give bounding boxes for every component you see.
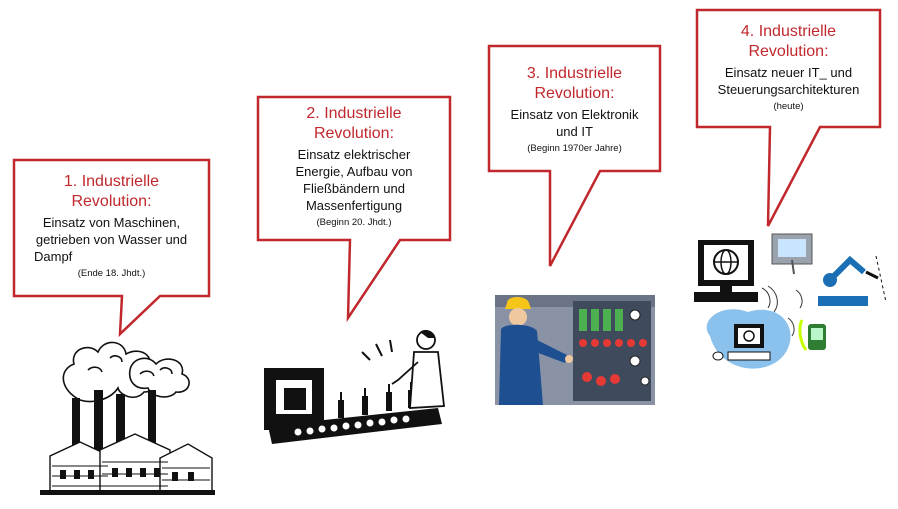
- callout-1-body-line: Einsatz von Maschinen,: [42, 215, 181, 230]
- callout-4: 4. Industrielle Revolution: Einsatz neue…: [699, 22, 878, 114]
- control-panel-operator-icon: [495, 295, 655, 405]
- callout-2-body-line: Massenfertigung: [305, 198, 403, 213]
- callout-4-note: (heute): [773, 101, 804, 112]
- callout-2-body-line: Einsatz elektrischer: [297, 147, 411, 162]
- callout-3-body-line: und IT: [556, 124, 593, 139]
- callout-3: 3. Industrielle Revolution: Einsatz von …: [491, 64, 658, 156]
- callout-1-title-line2: Revolution:: [71, 193, 152, 210]
- callout-2-note: (Beginn 20. Jhdt.): [316, 217, 392, 228]
- callout-2: 2. Industrielle Revolution: Einsatz elek…: [260, 104, 448, 230]
- callout-1-note: (Ende 18. Jhdt.): [77, 268, 146, 279]
- callout-3-note: (Beginn 1970er Jahre): [527, 143, 622, 154]
- callout-1-title-line1: 1. Industrielle: [63, 173, 160, 190]
- callout-3-title-line1: 3. Industrielle: [526, 65, 623, 82]
- callout-1-body-line: getrieben von Wasser und: [35, 232, 188, 247]
- callout-4-title-line1: 4. Industrielle: [740, 23, 837, 40]
- callout-3-body-line: Einsatz von Elektronik: [510, 107, 639, 122]
- callout-2-body-line: Energie, Aufbau von: [295, 164, 413, 179]
- callout-2-title-line1: 2. Industrielle: [306, 105, 402, 122]
- callout-2-title-line2: Revolution:: [313, 125, 395, 142]
- callout-4-body-line: Steuerungsarchitekturen: [717, 82, 860, 97]
- callout-3-title-line2: Revolution:: [534, 85, 615, 102]
- factory-smokestacks-icon: [40, 341, 215, 495]
- callout-1: 1. Industrielle Revolution: Einsatz von …: [16, 172, 207, 281]
- callout-2-body-line: Fließbändern und: [303, 181, 405, 196]
- callout-1-body-line: Dampf: [34, 249, 73, 264]
- callout-4-title-line2: Revolution:: [748, 43, 829, 60]
- assembly-line-worker-icon: [264, 330, 445, 444]
- networked-devices-icon: [694, 233, 887, 369]
- callout-4-body-line: Einsatz neuer IT_ und: [724, 65, 853, 80]
